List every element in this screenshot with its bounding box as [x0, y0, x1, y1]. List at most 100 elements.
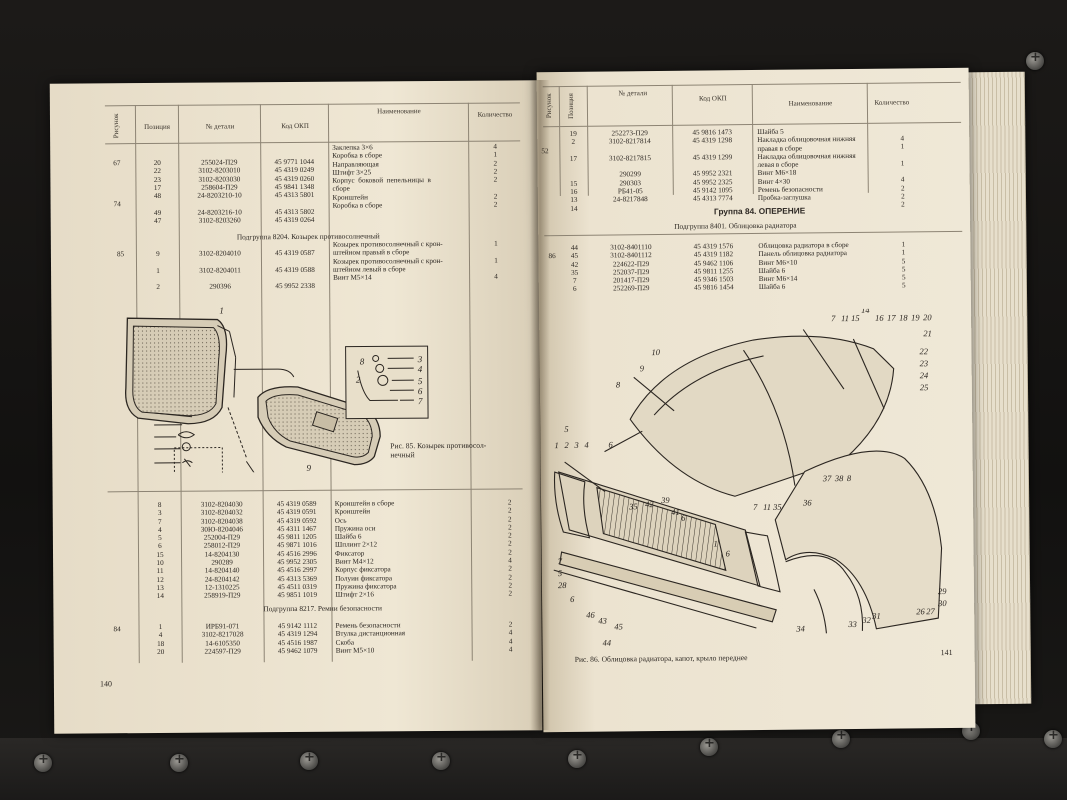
page-stack [964, 71, 1032, 705]
callout-label: 30 [937, 598, 947, 608]
name-col: Ремень безопасности Втулка дистанционная… [335, 621, 406, 655]
quantity-col: 2 2 2 2 2 2 2 4 2 2 2 2 [507, 498, 513, 598]
callout-label: 45 [614, 621, 623, 631]
part-number-col: 252273-П29 3102-8217814 3102-8217815 290… [608, 129, 651, 204]
okp-col: 45 4319 0587 45 4319 0588 45 9952 2338 [275, 248, 315, 291]
callout-label: 1 [554, 440, 558, 450]
header-quantity: Количество [874, 98, 910, 107]
callout-label: 19 [911, 312, 920, 322]
callout-label: 6 [726, 548, 731, 558]
okp-col: 45 4319 0589 45 4319 0591 45 4319 0592 4… [276, 499, 318, 600]
name-col: Заклепка 3×6 Коробка в сборе Направляюща… [332, 143, 431, 210]
callout-label: 43 [598, 616, 607, 626]
screw-icon [700, 736, 718, 756]
callout-label: 1 [219, 306, 224, 316]
callout-label: 23 [920, 358, 929, 368]
name-col: Козырек противосолнечный с крон- штейном… [332, 239, 443, 282]
callout-label: 8 [847, 473, 852, 483]
header-name: Наименование [788, 99, 833, 108]
callout-label: 37 [822, 473, 832, 483]
callout-label: 8 [616, 379, 621, 389]
callout-label: 3 [417, 354, 423, 364]
quantity-col: 2 4 4 4 [508, 620, 513, 654]
callout-label: 46 [586, 610, 595, 620]
callout-label: 34 [795, 623, 805, 633]
screw-icon [832, 728, 850, 748]
figure-85-caption: Рис. 85. Козырек противосол- нечный [390, 440, 487, 460]
header-position: Позиция [144, 122, 170, 132]
quantity-col: 1 1 4 [494, 239, 498, 281]
callout-label: 35 [772, 502, 782, 512]
table-top-rule [104, 102, 520, 107]
part-number-col: 3102-8204030 3102-8204032 3102-8204038 3… [200, 500, 243, 600]
quantity-col: 4 1 1 4 2 2 2 [900, 134, 905, 209]
part-number-col: 3102-8204010 3102-8204011 290396 [198, 249, 241, 291]
header-position: Позиция [566, 92, 576, 119]
page-number: 141 [940, 647, 953, 658]
callout-label: 18 [899, 312, 908, 322]
callout-label: 6 [681, 513, 686, 523]
header-quantity: Количество [477, 110, 513, 119]
callout-label: 2 [356, 375, 361, 385]
part-number-col: 3102-8401110 3102-8401112 224622-П29 252… [610, 243, 652, 293]
figure-85-sun-visor-drawing: 1 3 4 5 6 7 2 8 9 14 15 13 12 11 10 [125, 306, 429, 474]
screw-icon [1026, 50, 1044, 70]
section-rule [544, 230, 963, 237]
figure-86-caption: Рис. 86. Облицовка радиатора, капот, кры… [574, 653, 748, 664]
okp-col: 45 9816 1473 45 4319 1298 45 4319 1299 4… [692, 128, 733, 204]
screw-icon [34, 752, 52, 772]
callout-label: 31 [871, 611, 881, 621]
screw-icon [568, 748, 586, 768]
callout-label: 7 [558, 556, 563, 566]
callout-label: 44 [602, 638, 611, 648]
callout-label: 3 [573, 440, 578, 450]
callout-label: 11 [763, 502, 771, 512]
callout-label: 5 [564, 424, 568, 434]
callout-label: 32 [861, 615, 871, 625]
callout-label: 25 [920, 382, 929, 392]
callout-label: 9 [640, 363, 645, 373]
callout-label: 5 [558, 568, 562, 578]
callout-label: 28 [558, 580, 567, 590]
callout-label: 7 [831, 313, 836, 323]
position-col: 1 4 18 20 [157, 622, 165, 656]
callout-label: 27 [926, 606, 935, 616]
callout-label: 6 [418, 386, 423, 396]
section-rule [107, 488, 523, 493]
group-84-title: Группа 84. ОПЕРЕНИЕ [714, 205, 805, 216]
okp-col: 45 9142 1112 45 4319 1294 45 4516 1987 4… [277, 621, 318, 656]
metal-rail [0, 720, 1067, 800]
okp-col: 45 9771 1044 45 4319 0249 45 4319 0260 4… [274, 157, 315, 225]
callout-label: 1 [713, 538, 717, 548]
callout-label: 11 [841, 313, 849, 323]
callout-label: 15 [851, 313, 860, 323]
header-name: Наименование [377, 107, 421, 116]
callout-label: 36 [802, 497, 812, 507]
subgroup-8217-title: Подгруппа 8217. Ремни безопасности [263, 603, 383, 614]
group-84-label: Группа 84. ОПЕРЕНИЕ [713, 205, 806, 217]
header-part-number: № детали [205, 122, 235, 131]
header-figure: Рисунок [111, 113, 121, 139]
header-rule [105, 140, 521, 145]
callout-label: 39 [660, 495, 670, 505]
subgroup-8401-title: Подгруппа 8401. Облицовка радиатора [674, 220, 797, 231]
callout-label: 29 [938, 586, 947, 596]
callout-label: 20 [923, 312, 932, 322]
book-spine-shadow [530, 80, 550, 730]
callout-label: 5 [418, 376, 423, 386]
callout-label: 16 [875, 313, 884, 323]
callout-label: 10 [651, 347, 660, 357]
screw-icon [432, 750, 450, 770]
callout-label: 6 [608, 439, 613, 449]
page-number: 140 [99, 679, 112, 689]
fastener-detail-drawing [153, 412, 196, 468]
callout-label: 4 [584, 440, 589, 450]
left-page: Рисунок Позиция № детали Код ОКП Наимено… [49, 80, 543, 734]
callout-label: 17 [887, 313, 896, 323]
callout-label: 26 [916, 606, 925, 616]
callout-label: 14 [861, 308, 870, 315]
position-col: 44 45 42 35 7 6 [570, 243, 579, 294]
callout-label: 21 [923, 328, 932, 338]
callout-label: 6 [570, 594, 575, 604]
callout-label: 7 [418, 396, 423, 406]
